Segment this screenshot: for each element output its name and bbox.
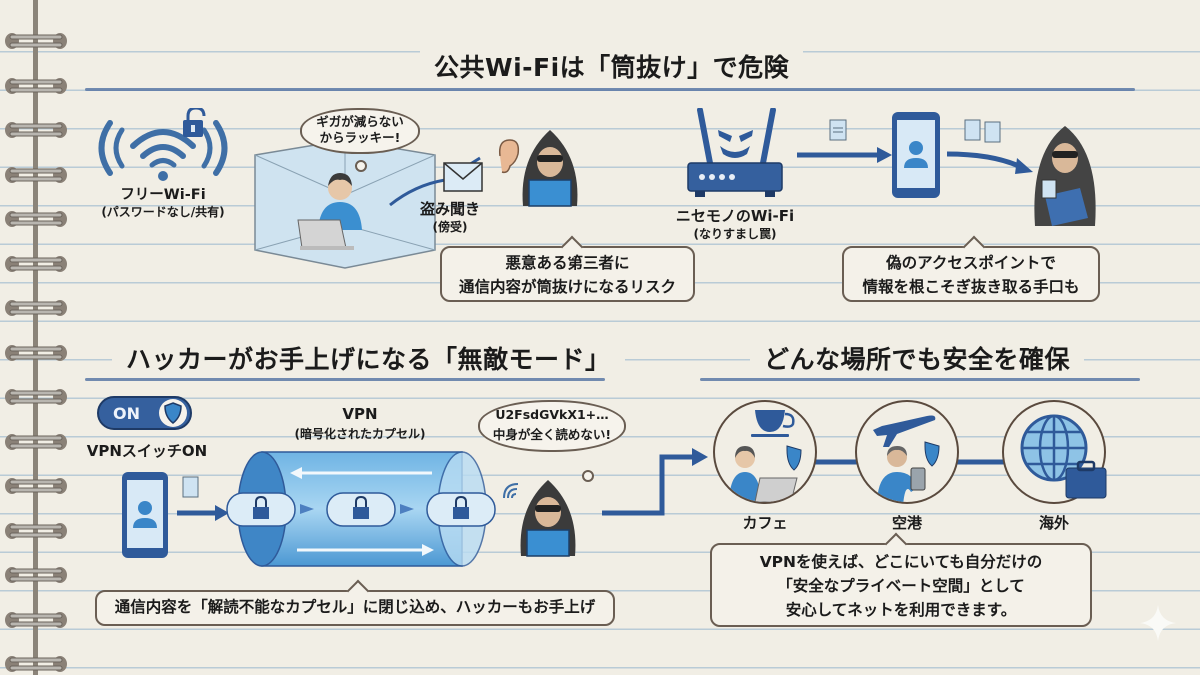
risk-callout-line1: 悪意ある第三者に [505, 254, 630, 272]
shield-icon [159, 399, 187, 427]
hacker-thought-line2: 中身が全く読めない! [492, 427, 612, 442]
hacker-icon [513, 478, 583, 558]
notebook-spine [33, 0, 38, 675]
globe-icon [1020, 414, 1107, 499]
title-underline [85, 88, 1135, 91]
place-overseas [1002, 400, 1107, 504]
place-label-cafe: カフェ [742, 514, 788, 532]
spiral-ring [4, 566, 68, 584]
connection-arrow [600, 445, 710, 520]
spiral-ring [4, 522, 68, 540]
spiral-ring [4, 611, 68, 629]
airplane-icon [873, 415, 940, 502]
spiral-ring [4, 477, 68, 495]
spiral-ring [4, 255, 68, 273]
locked-capsule [226, 492, 296, 527]
thought-dot [582, 470, 594, 482]
hacker-thought-bubble: U2FsdGVkX1+… 中身が全く読めない! [478, 400, 626, 452]
vpn-callout-text: 通信内容を「解読不能なカプセル」に閉じ込め、ハッカーもお手上げ [114, 598, 596, 616]
spiral-ring [4, 655, 68, 673]
fake-callout-line2: 情報を根こそぎ抜き取る手口も [862, 278, 1080, 296]
spiral-ring [4, 388, 68, 406]
free-wifi-label: フリーWi-Fi [120, 187, 206, 203]
smartphone-icon [890, 110, 942, 200]
blocked-signal-icon [500, 480, 522, 502]
spiral-ring [4, 32, 68, 50]
vpn-toggle-switch[interactable]: ON [97, 396, 192, 430]
fake-callout-line1: 偽のアクセスポイントで [886, 254, 1056, 272]
stolen-data-arrow [945, 118, 1035, 178]
vpn-tunnel-sublabel: (暗号化されたカプセル) [294, 427, 426, 441]
anywhere-callout: VPNを使えば、どこにいても自分だけの 「安全なプライベート空間」として 安心し… [710, 532, 1092, 627]
data-flow-arrow [795, 118, 895, 168]
spiral-ring [4, 433, 68, 451]
vpn-callout: 通信内容を「解読不能なカプセル」に閉じ込め、ハッカーもお手上げ [95, 579, 615, 626]
anywhere-callout-line2: 「安全なプライベート空間」として [777, 577, 1025, 595]
locked-capsule [426, 492, 496, 527]
spiral-ring [4, 121, 68, 139]
eavesdrop-label: 盗み聞き [419, 200, 480, 218]
vpn-tunnel-capsule [222, 448, 500, 570]
user-thought-line2: からラッキー! [319, 130, 401, 145]
spiral-ring [4, 299, 68, 317]
title-underline [85, 378, 605, 381]
section-title-public-wifi: 公共Wi-Fiは「筒抜け」で危険 [420, 48, 804, 84]
fake-router-icon [685, 107, 785, 203]
user-thought-line1: ギガが減らない [316, 114, 404, 129]
glass-box-user-illustration [250, 139, 440, 270]
vpn-tunnel-label: VPN [342, 405, 378, 423]
fake-wifi-label: ニセモノのWi-Fi [675, 207, 795, 225]
anywhere-callout-line3: 安心してネットを利用できます。 [785, 601, 1017, 619]
cafe-icon [729, 410, 802, 502]
section-title-anywhere: どんな場所でも安全を確保 [750, 340, 1085, 376]
vpn-toggle-state: ON [113, 404, 140, 423]
spiral-ring [4, 210, 68, 228]
place-cafe [713, 400, 817, 504]
spiral-ring [4, 344, 68, 362]
locked-capsule [326, 492, 396, 527]
risk-callout: 悪意ある第三者に 通信内容が筒抜けになるリスク [440, 235, 695, 302]
ear-icon [496, 138, 520, 176]
hacker-icon [515, 128, 585, 208]
thought-dot [355, 160, 367, 172]
fake-wifi-sublabel: (なりすまし罠) [693, 227, 777, 241]
place-airport [855, 400, 959, 504]
vpn-switch-label: VPNスイッチON [86, 442, 208, 460]
hacker-thief-icon [1030, 118, 1100, 228]
title-underline [700, 378, 1140, 381]
hacker-thought-line1: U2FsdGVkX1+… [495, 407, 609, 422]
spiral-ring [4, 166, 68, 184]
fake-wifi-callout: 偽のアクセスポイントで 情報を根こそぎ抜き取る手口も [842, 235, 1100, 302]
eavesdrop-sublabel: (傍受) [432, 220, 468, 234]
data-to-tunnel-arrow [175, 475, 230, 525]
sparkle-icon [1138, 603, 1178, 643]
suitcase-icon [1065, 460, 1107, 499]
risk-callout-line2: 通信内容が筒抜けになるリスク [458, 278, 676, 296]
unlocked-padlock-icon [183, 106, 206, 137]
free-wifi-icon [88, 106, 238, 188]
free-wifi-sublabel: (パスワードなし/共有) [101, 205, 225, 219]
place-label-airport: 空港 [891, 514, 922, 532]
spiral-ring [4, 77, 68, 95]
user-thought-bubble: ギガが減らない からラッキー! [300, 108, 420, 154]
section-title-vpn-mode: ハッカーがお手上げになる「無敵モード」 [112, 340, 625, 376]
anywhere-callout-line1: VPNを使えば、どこにいても自分だけの [759, 553, 1043, 571]
smartphone-icon [120, 470, 170, 560]
place-label-overseas: 海外 [1038, 514, 1069, 532]
envelope-icon [443, 162, 483, 192]
